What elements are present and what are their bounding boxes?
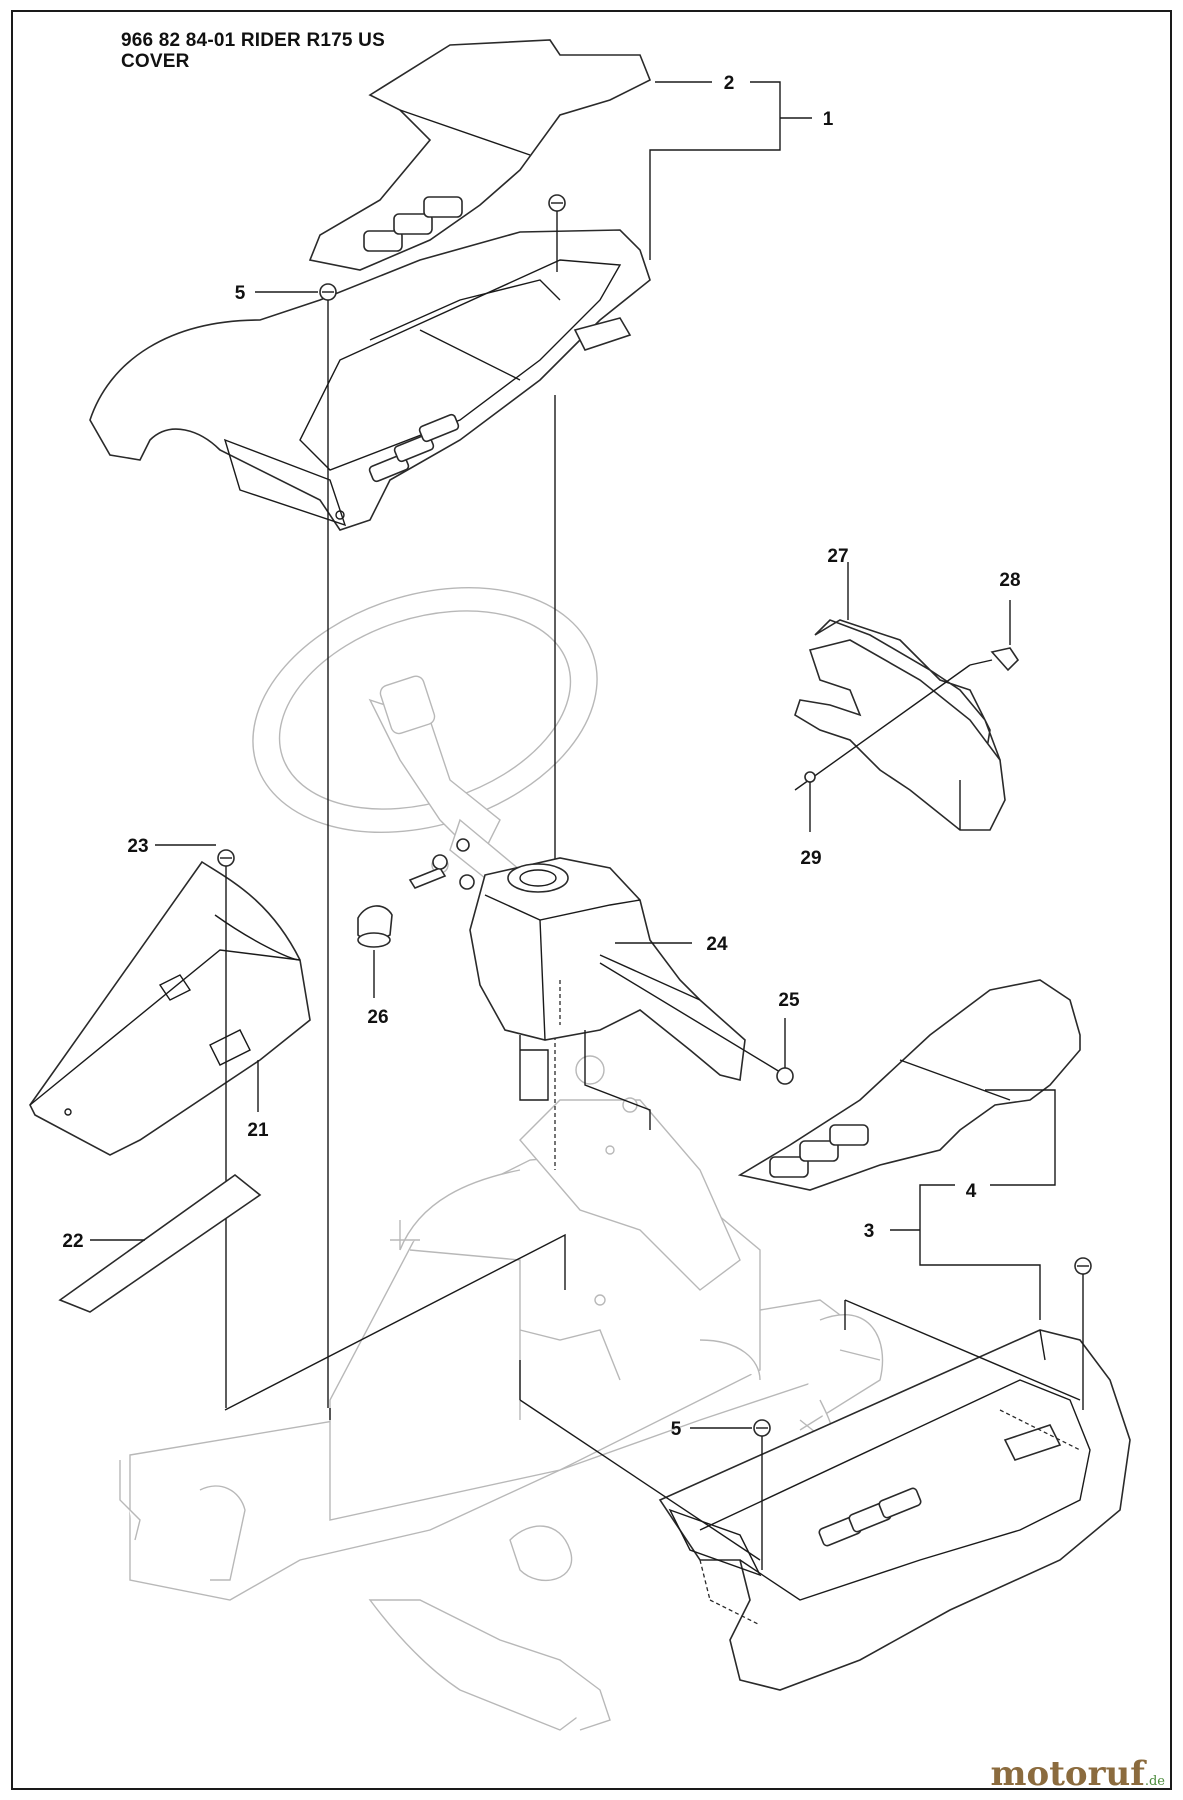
part-21-floor-panel [29, 860, 311, 1156]
callout-26: 26 [367, 1007, 388, 1028]
callout-22: 22 [62, 1231, 83, 1252]
console-bracket-outline-2 [584, 1030, 651, 1130]
fastener-line-25 [599, 962, 781, 1073]
console-bracket-outline [519, 1035, 549, 1101]
callout-27: 27 [827, 546, 848, 567]
projection-lines [224, 1233, 1081, 1561]
leader-lines [90, 81, 1056, 1429]
section-title: COVER [121, 51, 190, 72]
page-border [11, 10, 1172, 1790]
callout-24: 24 [706, 934, 728, 955]
watermark-logo: motoruf.de [990, 1754, 1165, 1794]
callout-28: 28 [999, 570, 1020, 591]
part-2-top-mat [308, 39, 652, 271]
part-28-pin [794, 647, 1020, 791]
chassis-frame-ghost [119, 1055, 884, 1731]
part-29-washer [804, 771, 816, 783]
screw-part-5-bottom [753, 1419, 771, 1570]
steering-wheel-ghost [252, 587, 598, 891]
callout-labels: 2 1 5 27 28 29 23 24 26 25 21 22 4 3 5 [62, 73, 1020, 1440]
part-1-rear-fender [89, 229, 651, 531]
part-26-knob [357, 905, 393, 948]
screw-part-23 [217, 849, 235, 1408]
part-4-right-mat [737, 979, 1081, 1191]
callout-2: 2 [724, 73, 735, 94]
part-number-title: 966 82 84-01 RIDER R175 US [121, 30, 385, 51]
callout-1: 1 [823, 109, 834, 130]
callout-25: 25 [778, 990, 800, 1011]
part-24-console [459, 857, 746, 1081]
screw-part-5-top [319, 283, 337, 1408]
callout-5-bottom: 5 [671, 1419, 682, 1440]
callout-3: 3 [864, 1221, 875, 1242]
callout-29: 29 [800, 848, 821, 869]
fender-dash-2 [699, 1559, 761, 1626]
screw-top-center [548, 194, 566, 272]
callout-23: 23 [127, 836, 148, 857]
part-27-side-cover [794, 619, 1006, 831]
screw-right-rear [1074, 1257, 1092, 1410]
adjuster-bolt [408, 838, 470, 889]
callout-21: 21 [247, 1120, 269, 1141]
part-22-strip [58, 1173, 262, 1313]
callout-5-top: 5 [235, 283, 246, 304]
callout-4: 4 [966, 1181, 977, 1202]
screw-part-25 [776, 1067, 794, 1085]
fender-dash-1 [999, 1409, 1081, 1451]
